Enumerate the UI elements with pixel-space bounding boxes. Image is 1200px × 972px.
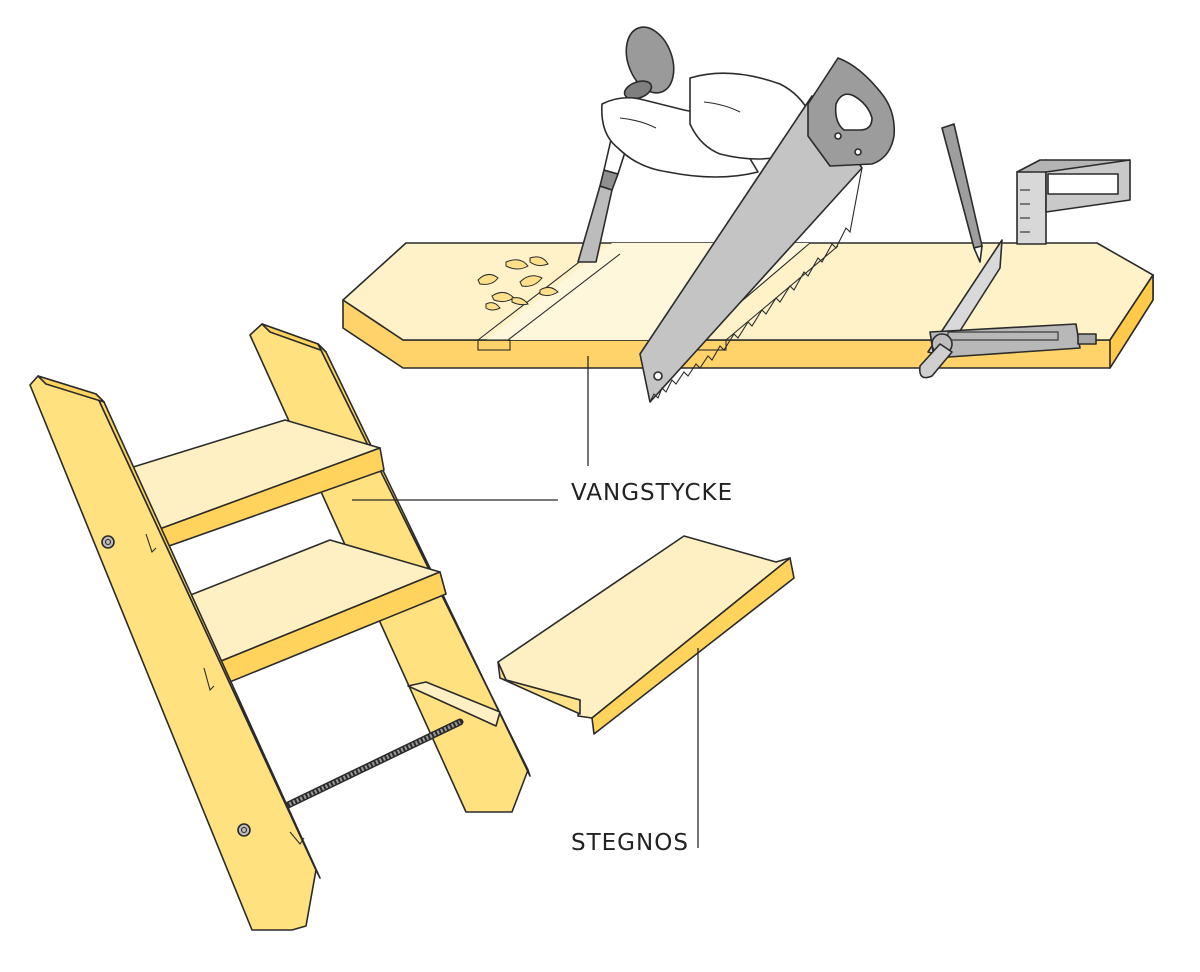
label-stringer: VANGSTYCKE [571, 480, 733, 506]
try-square [1016, 159, 1131, 245]
loose-tread-front [591, 557, 795, 735]
bolt-upper [101, 535, 115, 549]
bolt-lower [237, 823, 251, 837]
sliding-bevel [918, 239, 1097, 379]
leader-lines [352, 356, 699, 848]
hands [601, 72, 811, 178]
handsaw [639, 57, 896, 403]
stair-assembly [29, 323, 531, 931]
loose-tread [497, 535, 795, 735]
label-tread-groove: STEGNOS [571, 830, 689, 856]
pencil [941, 123, 983, 263]
mallet [623, 26, 702, 100]
wood-shavings [477, 256, 559, 311]
